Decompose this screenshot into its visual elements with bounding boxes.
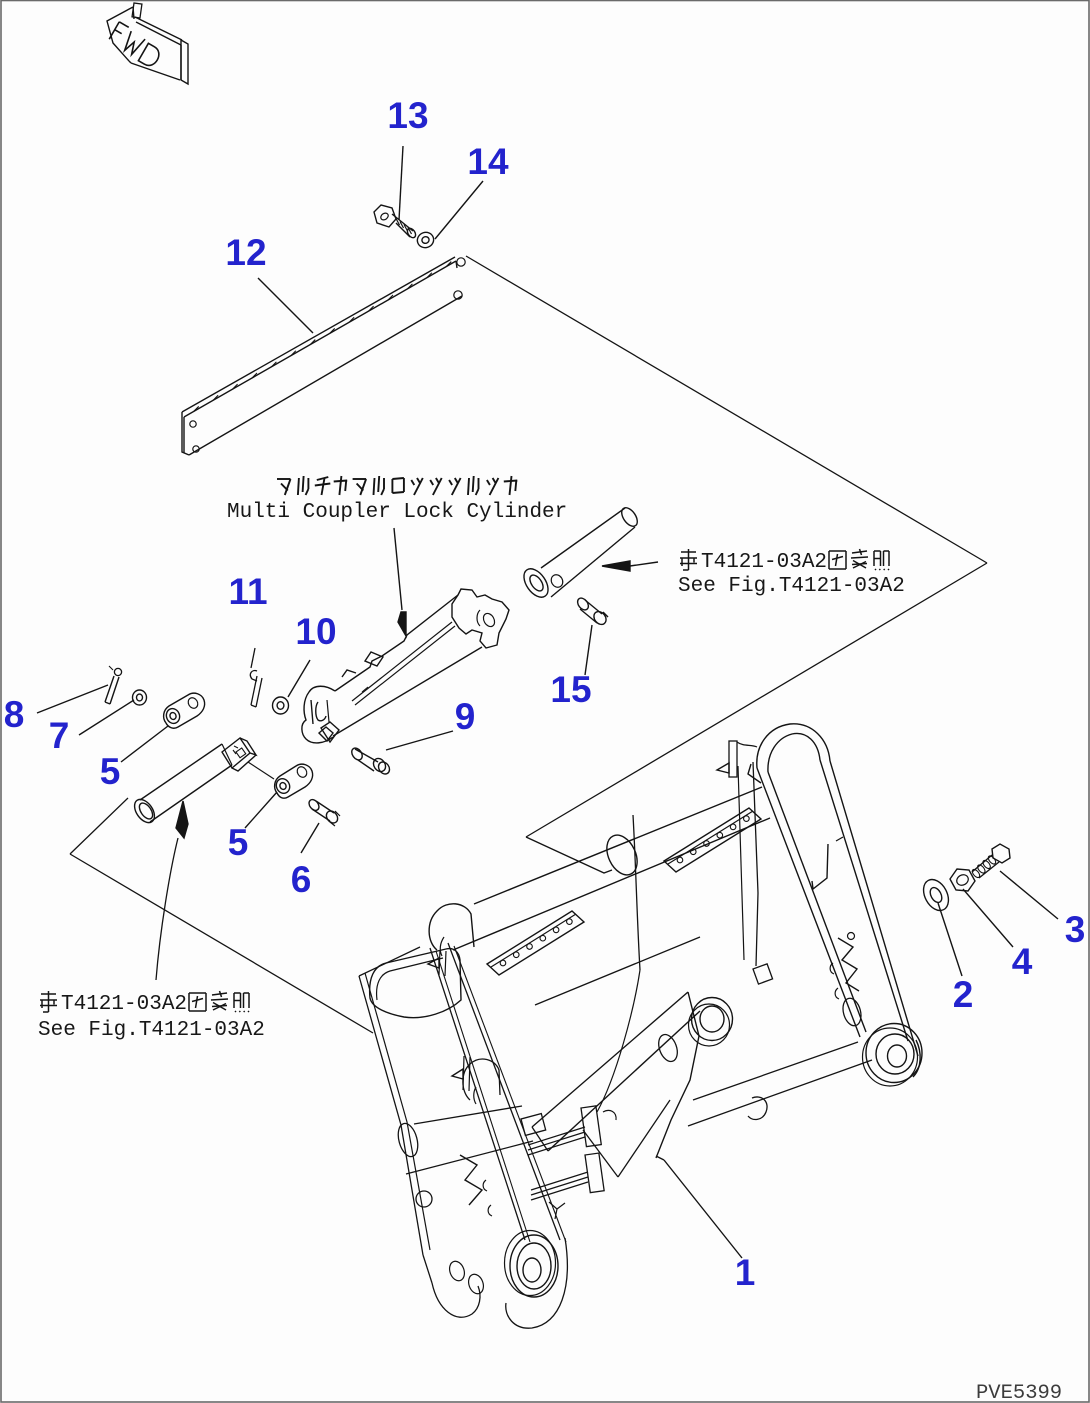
svg-text:3: 3 [1065, 909, 1086, 950]
svg-text:13: 13 [387, 95, 428, 136]
svg-text:1: 1 [735, 1252, 756, 1293]
svg-text:8: 8 [4, 694, 25, 735]
svg-text:15: 15 [550, 669, 591, 710]
svg-text:4: 4 [1012, 941, 1033, 982]
svg-text:14: 14 [467, 141, 509, 182]
svg-text:T4121-03A2: T4121-03A2 [701, 551, 827, 574]
svg-text:9: 9 [455, 696, 476, 737]
svg-text:PVE5399: PVE5399 [976, 1382, 1062, 1403]
svg-text:6: 6 [291, 859, 312, 900]
svg-text:5: 5 [100, 751, 121, 792]
svg-text:See Fig.T4121-03A2: See Fig.T4121-03A2 [678, 575, 905, 598]
svg-text:T4121-03A2: T4121-03A2 [61, 993, 187, 1016]
svg-text:10: 10 [295, 611, 336, 652]
svg-text:7: 7 [49, 715, 70, 756]
svg-text:12: 12 [225, 232, 266, 273]
svg-text:Multi Coupler Lock Cylinder: Multi Coupler Lock Cylinder [227, 501, 567, 524]
svg-text:See Fig.T4121-03A2: See Fig.T4121-03A2 [38, 1019, 265, 1042]
svg-text:2: 2 [953, 974, 974, 1015]
svg-text:5: 5 [228, 822, 249, 863]
svg-text:11: 11 [228, 571, 267, 612]
